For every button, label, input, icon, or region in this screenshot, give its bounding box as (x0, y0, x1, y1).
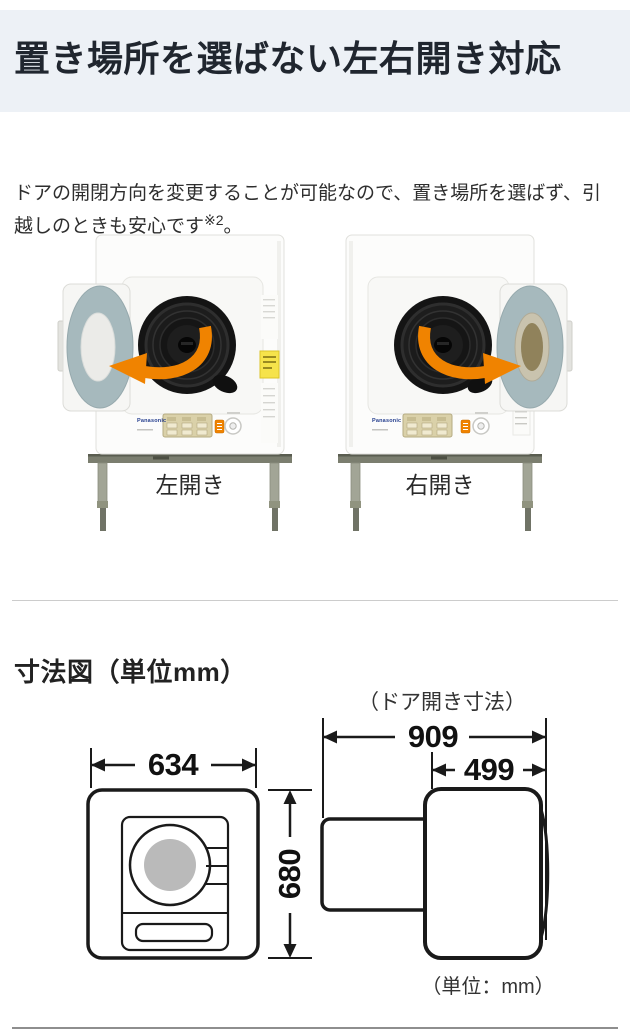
stand-legs (97, 462, 280, 531)
bottom-divider (12, 1027, 618, 1029)
dimension-diagram-drawing (86, 718, 550, 960)
intro-period: 。 (223, 216, 243, 237)
brand-logo: Panasonic (137, 418, 167, 424)
unit-note: （単位：mm） (421, 976, 555, 998)
caption-left-opening: 左開き (155, 472, 225, 498)
section-divider (12, 600, 618, 601)
dim-open-width: 909 (407, 719, 459, 754)
photo-left-opening-dryer: Panasonic (55, 233, 295, 533)
dim-door-width: 499 (463, 752, 515, 787)
dryer-left-illustration (57, 234, 292, 531)
dryer-right-illustration (338, 234, 573, 531)
door-swing-arrow-left-icon (109, 325, 212, 384)
caution-labels (259, 295, 280, 443)
dimension-diagram (60, 685, 580, 1000)
caption-right-opening: 右開き (405, 472, 475, 498)
open-door-right (496, 283, 573, 412)
stand-legs (350, 462, 533, 531)
photo-right-opening-dryer: Panasonic (335, 233, 575, 533)
dim-front-width: 634 (147, 747, 199, 782)
page-title: 置き場所を選ばない左右開き対応 (14, 38, 562, 79)
intro-paragraph: ドアの開閉方向を変更することが可能なので、置き場所を選ばず、引越しのときも安心で… (14, 177, 612, 244)
brand-logo: Panasonic (372, 418, 402, 424)
door-open-caption: （ドア開き寸法） (358, 691, 526, 714)
header-banner: 置き場所を選ばない左右開き対応 (0, 10, 630, 112)
dim-front-height: 680 (272, 848, 307, 900)
control-panel (372, 412, 490, 438)
intro-text: ドアの開閉方向を変更することが可能なので、置き場所を選ばず、引越しのときも安心で… (14, 183, 601, 237)
open-door-left (57, 283, 134, 412)
footnote-ref: ※2 (204, 212, 224, 228)
door-swing-arrow-right-icon (418, 325, 521, 384)
dimension-section-title: 寸法図（単位mm） (14, 657, 247, 687)
control-panel (137, 412, 242, 438)
